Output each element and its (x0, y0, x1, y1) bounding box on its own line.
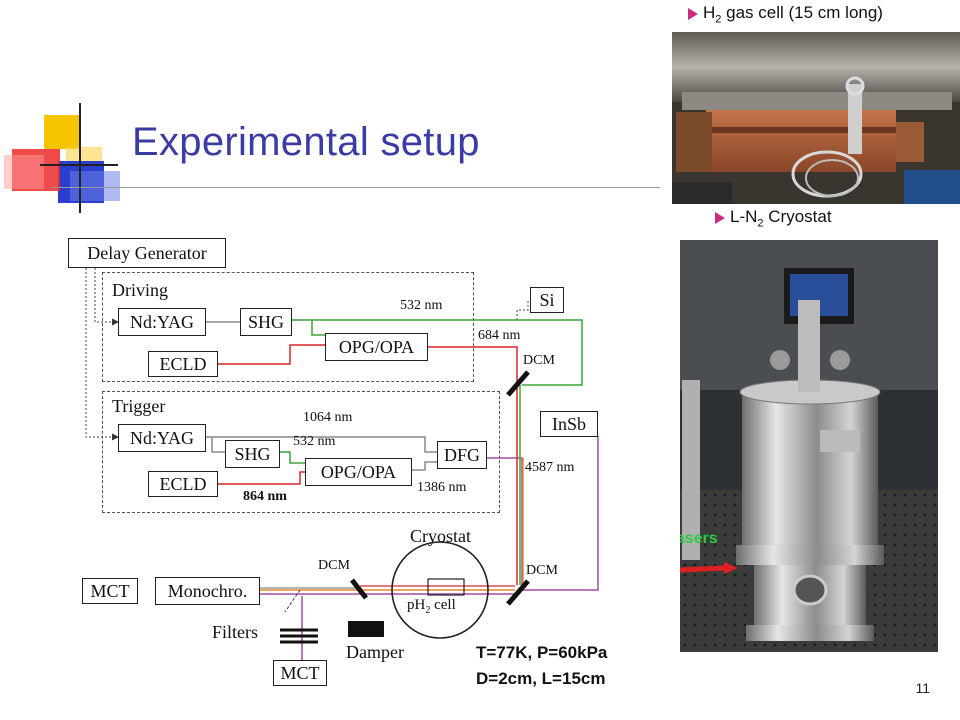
cryostat-photo: Lasers (680, 240, 938, 652)
ecld-driving-box: ECLD (148, 351, 218, 377)
conditions-line-1: T=77K, P=60kPa (476, 643, 608, 662)
conditions-line-2: D=2cm, L=15cm (476, 669, 606, 688)
gas-cell-photo (672, 32, 960, 204)
si-detector-box: Si (530, 287, 564, 313)
dcm-right-label: DCM (526, 563, 558, 578)
wavelength-1064: 1064 nm (303, 410, 353, 425)
wavelength-864: 864 nm (243, 489, 287, 504)
wavelength-684: 684 nm (478, 328, 521, 343)
dcm-left-label: DCM (318, 558, 350, 573)
ph2-cell-suffix: cell (430, 597, 456, 613)
opg-opa-driving-box: OPG/OPA (325, 333, 428, 361)
cryostat-label: Cryostat (410, 526, 471, 546)
mct-left-box: MCT (82, 578, 138, 604)
caption-arrow-icon (715, 211, 725, 224)
dcm-top-label: DCM (523, 353, 555, 368)
nd-yag-trigger-box: Nd:YAG (118, 424, 206, 452)
cryostat-caption-suffix: Cryostat (763, 207, 832, 226)
wavelength-532-trigger: 532 nm (293, 434, 336, 449)
filters-label: Filters (212, 622, 259, 642)
gas-cell-caption-prefix: H (703, 3, 716, 22)
cryostat-caption: L-N2 Cryostat (715, 207, 832, 229)
optical-setup-diagram: Driving Trigger Delay Generator Nd:YAG S… (60, 235, 620, 695)
ph2-cell-label: pH2 cell (407, 597, 456, 616)
lasers-label: Lasers (680, 530, 718, 547)
monochromator-box: Monochro. (155, 577, 260, 605)
wavelength-532-driving: 532 nm (400, 298, 443, 313)
caption-arrow-icon (688, 7, 698, 20)
ph2-cell-subscript: 2 (425, 605, 431, 616)
page-number: 11 (915, 680, 930, 696)
wavelength-1386: 1386 nm (417, 480, 467, 495)
dfg-box: DFG (437, 441, 487, 469)
delay-generator-box: Delay Generator (68, 238, 226, 268)
gas-cell-caption: H2 gas cell (15 cm long) (688, 3, 883, 25)
opg-opa-trigger-box: OPG/OPA (305, 458, 412, 486)
shg-trigger-box: SHG (225, 440, 280, 468)
title-underline (50, 187, 660, 188)
insb-detector-box: InSb (540, 411, 598, 437)
shg-driving-box: SHG (240, 308, 292, 336)
driving-group-label: Driving (112, 280, 168, 300)
nd-yag-driving-box: Nd:YAG (118, 308, 206, 336)
gas-cell-caption-subscript: 2 (715, 13, 722, 26)
cryostat-caption-prefix: L-N (730, 207, 758, 226)
ecld-trigger-box: ECLD (148, 471, 218, 497)
ph2-cell-prefix: pH (407, 597, 426, 613)
driving-group-frame (102, 272, 474, 382)
cryostat-caption-subscript: 2 (757, 217, 764, 230)
damper-label: Damper (346, 642, 404, 662)
slide-title: Experimental setup (132, 120, 480, 164)
gas-cell-caption-suffix: gas cell (15 cm long) (721, 3, 883, 22)
wavelength-4587: 4587 nm (525, 460, 575, 475)
trigger-group-label: Trigger (112, 396, 166, 416)
mct-bottom-box: MCT (273, 660, 327, 686)
trigger-group-frame (102, 391, 500, 513)
corner-logo-decoration (0, 95, 140, 225)
